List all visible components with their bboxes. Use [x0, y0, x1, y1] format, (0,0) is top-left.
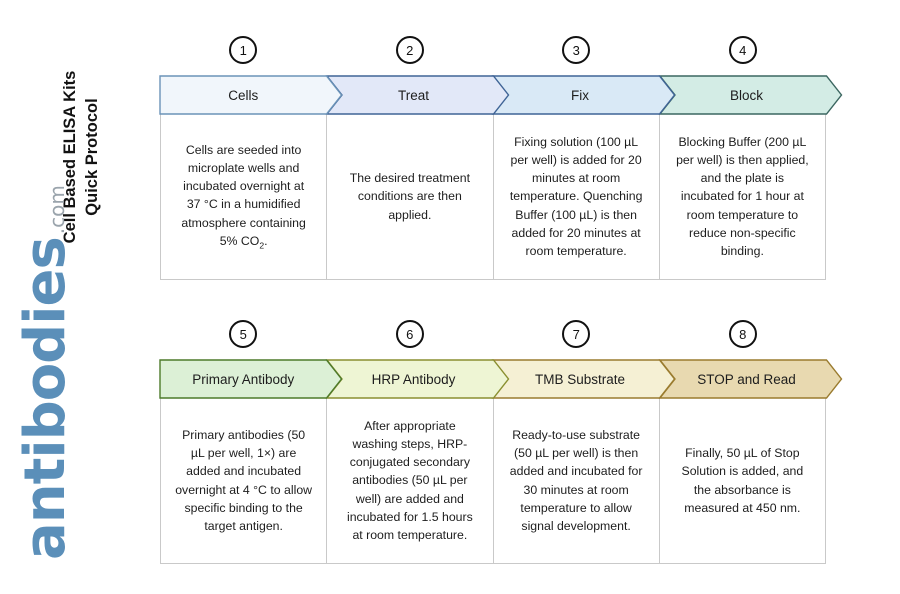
- flow-row-2: 5 6 7 8 Primary Antibody HRP Antibody TMB Sub…: [159, 320, 842, 399]
- step-description-cell-4: Blocking Buffer (200 µL per well) is the…: [660, 114, 825, 279]
- step-description-text-4: Blocking Buffer (200 µL per well) is the…: [676, 135, 809, 258]
- step-chevron-label-1: Cells: [228, 87, 259, 103]
- step-description-text-5: Primary antibodies (50 µL per well, 1×) …: [175, 428, 313, 533]
- step-description-text-1: Cells are seeded into microplate wells a…: [181, 143, 306, 251]
- step-chevron-1[interactable]: Cells: [159, 75, 343, 115]
- step-chevrons-row-1: Cells Treat Fix Block: [159, 75, 842, 115]
- step-number-badge-7: 7: [562, 320, 591, 348]
- step-chevron-3[interactable]: Fix: [491, 75, 676, 115]
- step-description-table-row-1: Cells are seeded into microplate wells a…: [160, 114, 826, 280]
- step-chevron-2[interactable]: Treat: [325, 75, 509, 115]
- step-chevron-label-8: STOP and Read: [697, 371, 796, 387]
- step-chevron-label-5: Primary Antibody: [192, 371, 295, 387]
- step-description-text-3: Fixing solution (100 µL per well) is add…: [509, 135, 643, 258]
- step-number-badge-2: 2: [395, 36, 424, 64]
- step-chevron-4[interactable]: Block: [658, 75, 842, 115]
- step-description-cell-2: The desired treatment conditions are the…: [327, 114, 494, 279]
- step-chevron-6[interactable]: HRP Antibody: [325, 359, 509, 399]
- step-description-text-7: Ready-to-use substrate (50 µL per well) …: [509, 428, 643, 533]
- step-description-text-6: After appropriate washing steps, HRP-con…: [346, 419, 473, 542]
- step-number-badges-row-2: 5 6 7 8: [160, 320, 826, 360]
- step-chevron-label-3: Fix: [571, 87, 589, 103]
- step-description-table-row-2: Primary antibodies (50 µL per well, 1×) …: [160, 398, 826, 564]
- step-description-cell-1: Cells are seeded into microplate wells a…: [161, 114, 328, 279]
- brand-logo-wordmark: antibodies: [13, 237, 78, 560]
- step-number-badge-6: 6: [395, 320, 424, 348]
- step-number-badges-row-1: 1 2 3 4: [160, 36, 826, 76]
- step-description-text-2: The desired treatment conditions are the…: [349, 171, 471, 222]
- page-title-line-2: Quick Protocol: [83, 98, 101, 216]
- step-chevrons-row-2: Primary Antibody HRP Antibody TMB Substrat…: [159, 359, 842, 399]
- step-description-cell-8: Finally, 50 µL of Stop Solution is added…: [660, 398, 825, 563]
- step-description-cell-5: Primary antibodies (50 µL per well, 1×) …: [161, 398, 328, 563]
- step-number-badge-1: 1: [229, 36, 258, 64]
- step-number-badge-5: 5: [229, 320, 258, 348]
- step-number-badge-3: 3: [562, 36, 591, 64]
- step-number-badge-4: 4: [728, 36, 757, 64]
- step-chevron-label-2: Treat: [397, 87, 429, 103]
- step-description-text-8: Finally, 50 µL of Stop Solution is added…: [681, 446, 804, 515]
- step-chevron-label-7: TMB Substrate: [534, 371, 626, 387]
- step-chevron-7[interactable]: TMB Substrate: [491, 359, 676, 399]
- step-number-badge-8: 8: [728, 320, 757, 348]
- brand-logo-tld: .com: [45, 185, 69, 235]
- flow-row-1: 1 2 3 4 Cells Treat Fix Block: [159, 36, 842, 115]
- step-chevron-label-4: Block: [729, 87, 763, 103]
- step-description-cell-6: After appropriate washing steps, HRP-con…: [327, 398, 494, 563]
- step-description-cell-3: Fixing solution (100 µL per well) is add…: [494, 114, 660, 279]
- step-chevron-5[interactable]: Primary Antibody: [159, 359, 343, 399]
- step-chevron-label-6: HRP Antibody: [371, 371, 456, 387]
- step-description-cell-7: Ready-to-use substrate (50 µL per well) …: [494, 398, 660, 563]
- step-chevron-8[interactable]: STOP and Read: [658, 359, 842, 399]
- brand-logo: antibodies .com: [13, 185, 136, 560]
